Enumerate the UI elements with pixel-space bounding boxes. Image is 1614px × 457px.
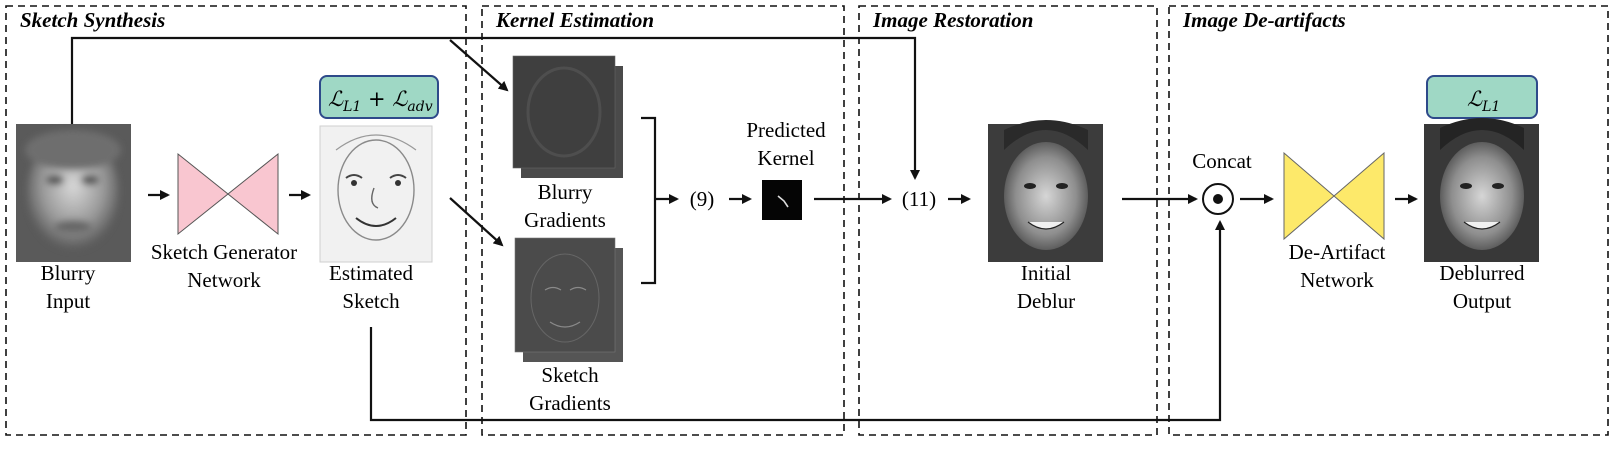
stage-title-image-deartifacts: Image De-artifacts — [1182, 8, 1346, 32]
initial-deblur-label-1: Initial — [1021, 261, 1071, 285]
stage-kernel-estimation: Kernel Estimation — [481, 5, 845, 436]
de-artifact-label-2: Network — [1300, 268, 1374, 292]
arrow-to-sketch-gradients — [449, 197, 504, 247]
blurry-input-label-1: Blurry — [41, 261, 96, 285]
deblurred-output-label-2: Output — [1453, 289, 1512, 313]
predicted-kernel-image — [762, 180, 802, 220]
sketch-generator-label-2: Network — [187, 268, 261, 292]
estimated-sketch-image — [319, 125, 433, 263]
blurry-input-image — [16, 124, 131, 262]
stage-sketch-synthesis: Sketch Synthesis — [5, 5, 467, 436]
blurry-gradients-label-1: Blurry — [538, 180, 593, 204]
estimated-sketch-label-1: Estimated — [329, 261, 413, 285]
skip-line-sketch-to-concat — [369, 220, 1225, 422]
blurry-input-label-2: Input — [46, 289, 90, 313]
deblurred-output-label-1: Deblurred — [1439, 261, 1525, 285]
sketch-gradients-image — [514, 237, 623, 362]
blurry-gradients-label-2: Gradients — [524, 208, 606, 232]
sketch-gradients-label-2: Gradients — [529, 391, 611, 415]
concat-label: Concat — [1192, 149, 1252, 173]
skip-line-input-to-eq11 — [70, 36, 920, 180]
initial-deblur-image — [988, 120, 1103, 262]
connectors — [70, 36, 1418, 422]
stage-title-kernel-estimation: Kernel Estimation — [495, 8, 654, 32]
stage-title-image-restoration: Image Restoration — [872, 8, 1033, 32]
predicted-kernel-label-2: Kernel — [757, 146, 814, 170]
sketch-generator-label-1: Sketch Generator — [151, 240, 297, 264]
sketch-gradients-label-1: Sketch — [541, 363, 599, 387]
sketch-loss-formula: ℒL1 + ℒadv — [328, 87, 433, 115]
sketch-generator-network — [177, 152, 279, 236]
deblurred-output-image — [1424, 118, 1539, 262]
initial-deblur-label-2: Deblur — [1017, 289, 1075, 313]
gradients-bracket — [641, 116, 657, 285]
de-artifact-network — [1283, 151, 1385, 241]
blurry-gradients-image — [512, 55, 623, 178]
concat-operator-icon — [1202, 183, 1234, 215]
estimated-sketch-label-2: Sketch — [342, 289, 400, 313]
stage-title-sketch-synthesis: Sketch Synthesis — [20, 8, 165, 32]
de-artifact-label-1: De-Artifact — [1289, 240, 1386, 264]
equation-11-label: (11) — [902, 187, 936, 211]
equation-9-label: (9) — [690, 187, 715, 211]
stage-image-restoration: Image Restoration — [858, 5, 1158, 436]
stage-image-deartifacts: Image De-artifacts — [1168, 5, 1609, 436]
predicted-kernel-label-1: Predicted — [746, 118, 826, 142]
sketch-loss-box: ℒL1 + ℒadv — [319, 75, 439, 119]
output-loss-box: ℒL1 — [1426, 75, 1538, 119]
arrow-to-blurry-gradients — [449, 39, 509, 92]
